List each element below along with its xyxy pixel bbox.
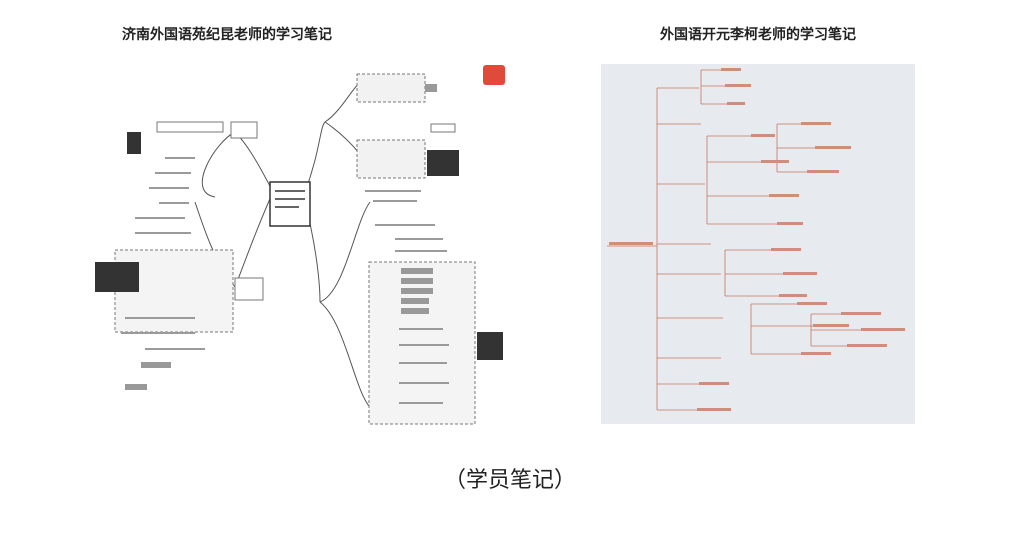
left-mindmap-drawing: [95, 65, 505, 425]
right-mindmap-drawing: [607, 68, 905, 411]
left-mindmap-image: [95, 62, 515, 432]
left-notes-title: 济南外国语苑纪昆老师的学习笔记: [122, 27, 332, 43]
caption: （学员笔记）: [443, 468, 576, 493]
right-notes-title: 外国语开元李柯老师的学习笔记: [660, 27, 856, 43]
right-mindmap-image: [601, 64, 915, 424]
